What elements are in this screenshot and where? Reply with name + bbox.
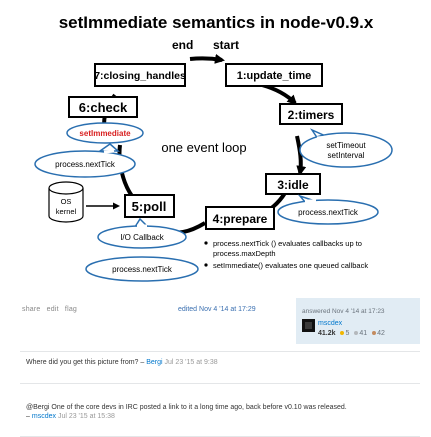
post-menu: share edit flag <box>22 306 81 313</box>
phase-check: 6:check <box>68 96 138 118</box>
avatar[interactable] <box>302 319 315 332</box>
user-card: answered Nov 4 '14 at 17:23 mscdex 41.2k… <box>296 298 420 344</box>
bronze-badge-count: 42 <box>377 330 385 337</box>
phase-timers-label: 2:timers <box>288 108 335 122</box>
silver-badge-icon <box>354 331 359 336</box>
end-label: end <box>172 38 193 52</box>
answered-timestamp: answered Nov 4 '14 at 17:23 <box>302 308 385 315</box>
diagram-title: setImmediate semantics in node-v0.9.x <box>59 13 374 32</box>
bubble-idle-nexttick-label: process.nextTick <box>298 208 359 217</box>
flag-link[interactable]: flag <box>64 306 78 313</box>
bubble-idle-nexttick: process.nextTick <box>277 194 379 225</box>
silver-badge-count: 41 <box>359 330 368 337</box>
phase-closing-handles-label: 7:closing_handles <box>94 70 186 82</box>
phase-update-time-label: 1:update_time <box>237 70 312 82</box>
bullet-notes: process.nextTick () evaluates callbacks … <box>204 239 368 270</box>
comment: Where did you get this picture from? – B… <box>20 352 420 384</box>
bubble-poll-nexttick-label: process.nextTick <box>112 265 173 274</box>
comment-author-link[interactable]: mscdex <box>31 413 56 420</box>
os-kernel-label-line2: kernel <box>56 207 77 216</box>
comment-date[interactable]: Jul 23 '15 at 15:38 <box>57 413 115 420</box>
comment-text: @Bergi One of the core devs in IRC poste… <box>26 404 347 411</box>
comment-date[interactable]: Jul 23 '15 at 9:38 <box>164 359 218 366</box>
gold-badge-count: 5 <box>345 330 350 337</box>
bubble-timers: setTimeout setInterval <box>299 128 393 168</box>
comment-author-link[interactable]: Bergi <box>146 359 163 366</box>
bubble-setinterval-label: setInterval <box>328 151 365 160</box>
bubble-settimeout-label: setTimeout <box>326 141 366 150</box>
share-link[interactable]: share <box>22 306 41 313</box>
bronze-badge-icon <box>372 331 377 336</box>
reputation: 41.2k 5 41 42 <box>318 330 385 337</box>
comment: @Bergi One of the core devs in IRC poste… <box>20 384 420 437</box>
start-label: start <box>213 38 239 52</box>
note1-line1: process.nextTick () evaluates callbacks … <box>213 239 362 248</box>
loop-label: one event loop <box>161 140 246 155</box>
gold-badge-icon <box>340 331 345 336</box>
bubble-poll-nexttick: process.nextTick <box>85 256 199 282</box>
phase-idle: 3:idle <box>265 173 321 195</box>
phase-prepare: 4:prepare <box>205 206 275 230</box>
os-kernel-cylinder: OS kernel <box>48 181 84 223</box>
phase-timers: 2:timers <box>279 103 343 125</box>
comment-text: Where did you get this picture from? – <box>26 359 145 366</box>
note1-line2: process.maxDepth <box>213 249 276 258</box>
os-kernel-label-line1: OS <box>61 197 72 206</box>
bubble-io-callback-label: I/O Callback <box>120 233 165 242</box>
edited-link[interactable]: edited Nov 4 '14 at 17:29 <box>178 306 256 313</box>
bubble-setimmediate: setImmediate <box>66 122 144 144</box>
phase-poll-label: 5:poll <box>132 199 167 214</box>
phase-check-label: 6:check <box>79 100 128 115</box>
phase-poll: 5:poll <box>124 194 175 218</box>
answer-footer: share edit flag edited Nov 4 '14 at 17:2… <box>0 296 431 437</box>
bubble-check-nexttick-label: process.nextTick <box>55 160 116 169</box>
reputation-score: 41.2k <box>318 330 336 337</box>
bubble-setimmediate-label: setImmediate <box>79 129 131 138</box>
phase-closing-handles: 7:closing_handles <box>94 63 186 87</box>
phase-update-time: 1:update_time <box>225 63 323 87</box>
bubble-check-nexttick: process.nextTick <box>34 143 136 178</box>
event-loop-diagram: setImmediate semantics in node-v0.9.x en… <box>34 13 393 282</box>
phase-idle-label: 3:idle <box>277 178 309 192</box>
username-link[interactable]: mscdex <box>318 320 343 327</box>
phase-prepare-label: 4:prepare <box>213 212 268 226</box>
note2: setImmediate() evaluates one queued call… <box>213 261 368 270</box>
comments-list: Where did you get this picture from? – B… <box>20 351 420 437</box>
bubble-io-callback: I/O Callback <box>97 217 187 249</box>
comment-dash: – <box>26 413 30 420</box>
edit-link[interactable]: edit <box>46 306 59 313</box>
